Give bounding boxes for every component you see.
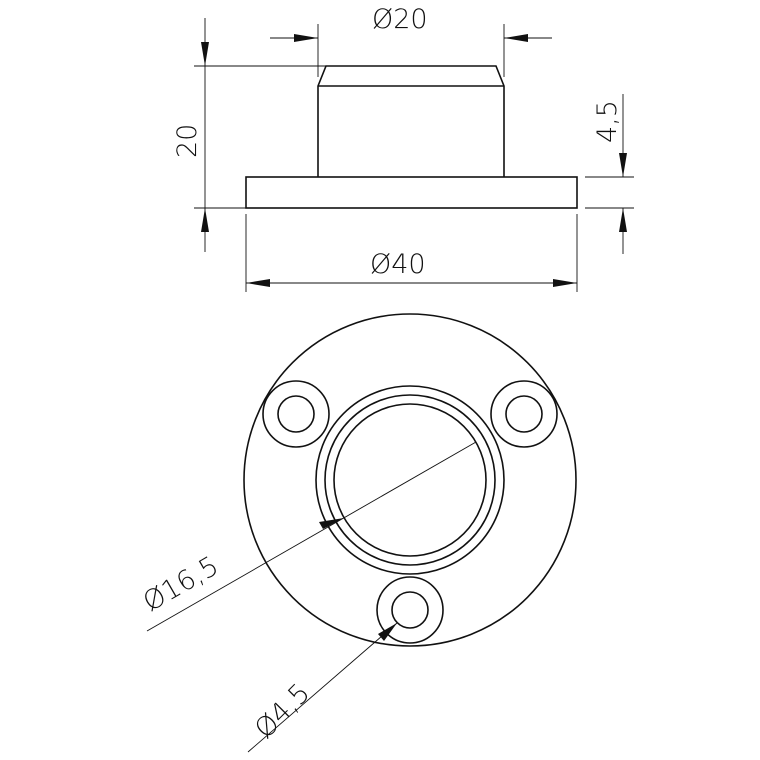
dim-hole-diameter-label: Ø4,5	[249, 678, 316, 745]
dim-top-diameter: Ø20	[270, 4, 552, 77]
dim-height: 20	[172, 18, 326, 252]
dim-bore-diameter: Ø16,5	[138, 441, 477, 632]
dim-flange-thickness-label: 4,5	[592, 100, 623, 143]
mounting-hole-left	[262, 380, 330, 448]
bore-circle	[333, 403, 487, 557]
boss-chamfer-circle	[324, 394, 496, 566]
flange-outer-circle	[243, 313, 577, 647]
dim-hole-diameter: Ø4,5	[247, 622, 398, 753]
boss-outer-circle	[315, 385, 505, 575]
dim-bore-diameter-label: Ø16,5	[138, 551, 224, 619]
mounting-hole-bottom	[376, 576, 444, 644]
mounting-hole-right	[490, 380, 558, 448]
side-view: Ø20 20 4,5 Ø40	[172, 4, 634, 292]
flange-outline	[245, 176, 578, 209]
dim-base-diameter: Ø40	[245, 214, 578, 292]
dim-base-diameter-label: Ø40	[370, 249, 426, 280]
dim-flange-thickness: 4,5	[585, 94, 634, 254]
top-view: Ø16,5 Ø4,5	[138, 313, 577, 753]
boss-outline	[317, 65, 505, 177]
dim-height-label: 20	[172, 124, 203, 158]
dim-top-diameter-label: Ø20	[372, 4, 428, 35]
